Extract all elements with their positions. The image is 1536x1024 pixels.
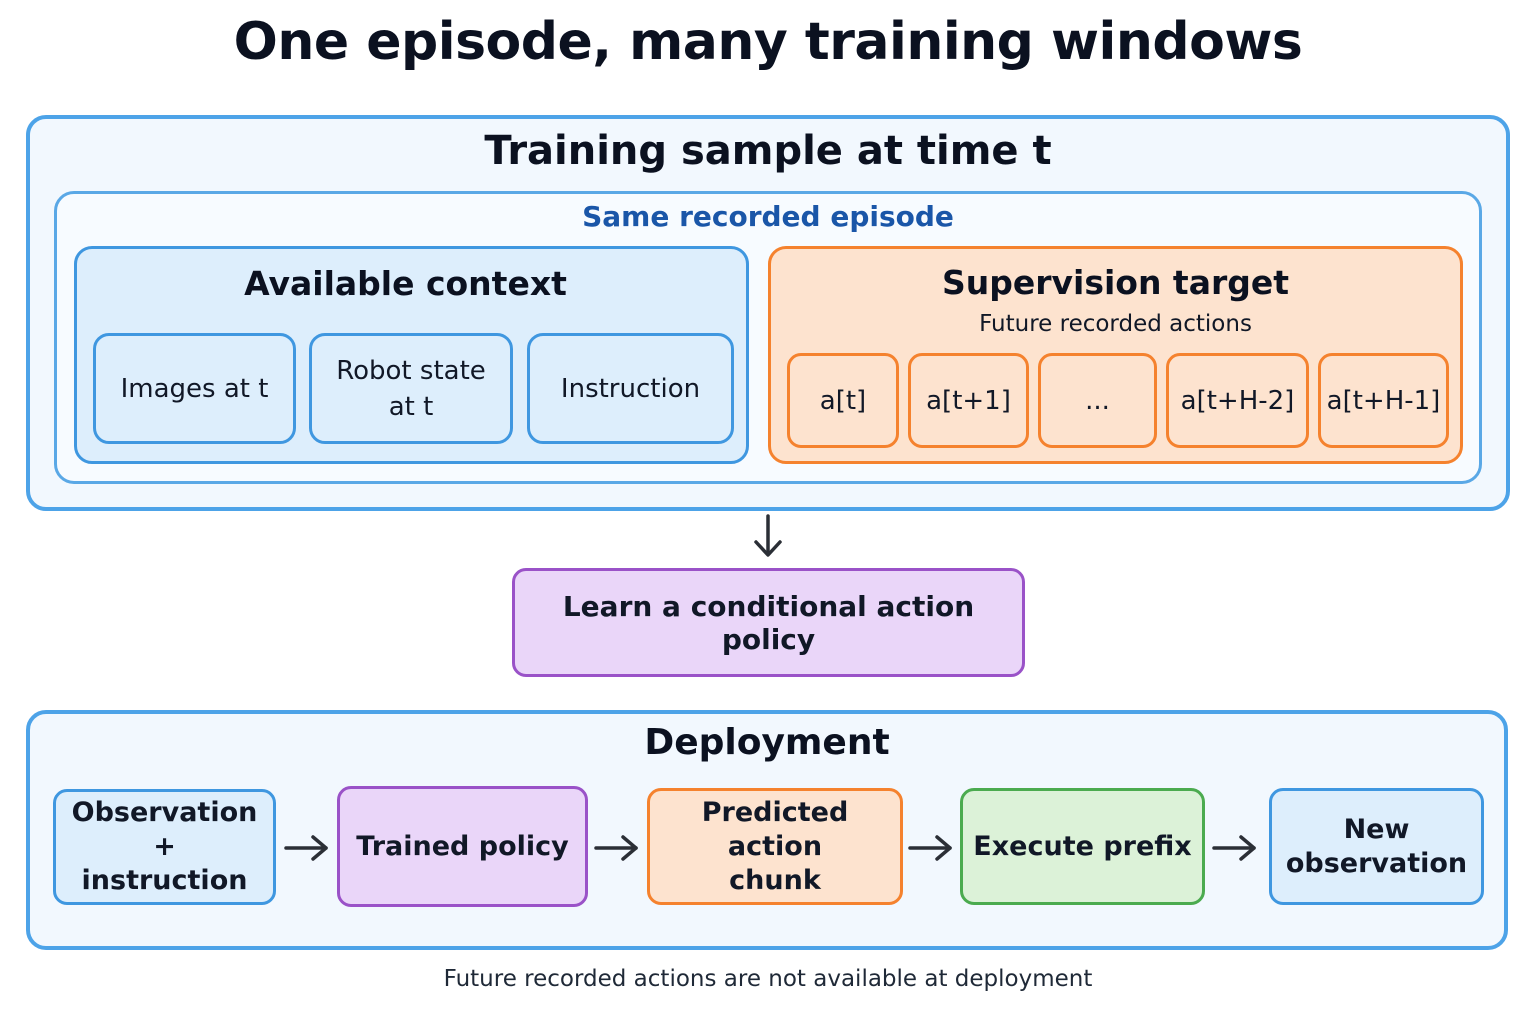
supervision-target-title: Supervision target bbox=[941, 263, 1290, 302]
down-arrow-icon bbox=[748, 514, 788, 560]
action-item: a[t+1] bbox=[908, 353, 1029, 448]
diagram-title: One episode, many training windows bbox=[233, 12, 1303, 72]
action-item: a[t+H-1] bbox=[1318, 353, 1449, 448]
deployment-step-execute-prefix: Execute prefix bbox=[960, 788, 1205, 905]
episode-label: Same recorded episode bbox=[582, 200, 954, 233]
right-arrow-icon bbox=[908, 833, 954, 863]
deployment-title: Deployment bbox=[644, 722, 890, 763]
deployment-step-predicted-chunk: Predicted action chunk bbox=[647, 788, 903, 905]
context-item-instruction: Instruction bbox=[527, 333, 734, 444]
right-arrow-icon bbox=[1212, 833, 1258, 863]
deployment-step-trained-policy: Trained policy bbox=[337, 786, 588, 907]
training-panel-title: Training sample at time t bbox=[484, 128, 1052, 174]
action-item: ... bbox=[1038, 353, 1157, 448]
footer-note: Future recorded actions are not availabl… bbox=[443, 966, 1093, 992]
right-arrow-icon bbox=[594, 833, 640, 863]
deployment-step-observation: Observation + instruction bbox=[53, 789, 276, 905]
learn-policy-label: Learn a conditional action policy bbox=[562, 589, 975, 656]
action-item: a[t+H-2] bbox=[1166, 353, 1309, 448]
deployment-step-new-observation: New observation bbox=[1269, 788, 1484, 905]
context-item-robot-state: Robot state at t bbox=[309, 333, 513, 444]
available-context-title: Available context bbox=[244, 264, 567, 303]
learn-policy-box: Learn a conditional action policy bbox=[512, 568, 1025, 677]
action-item: a[t] bbox=[787, 353, 899, 448]
right-arrow-icon bbox=[284, 833, 330, 863]
context-item-images: Images at t bbox=[93, 333, 296, 444]
supervision-target-subtitle: Future recorded actions bbox=[979, 311, 1252, 337]
